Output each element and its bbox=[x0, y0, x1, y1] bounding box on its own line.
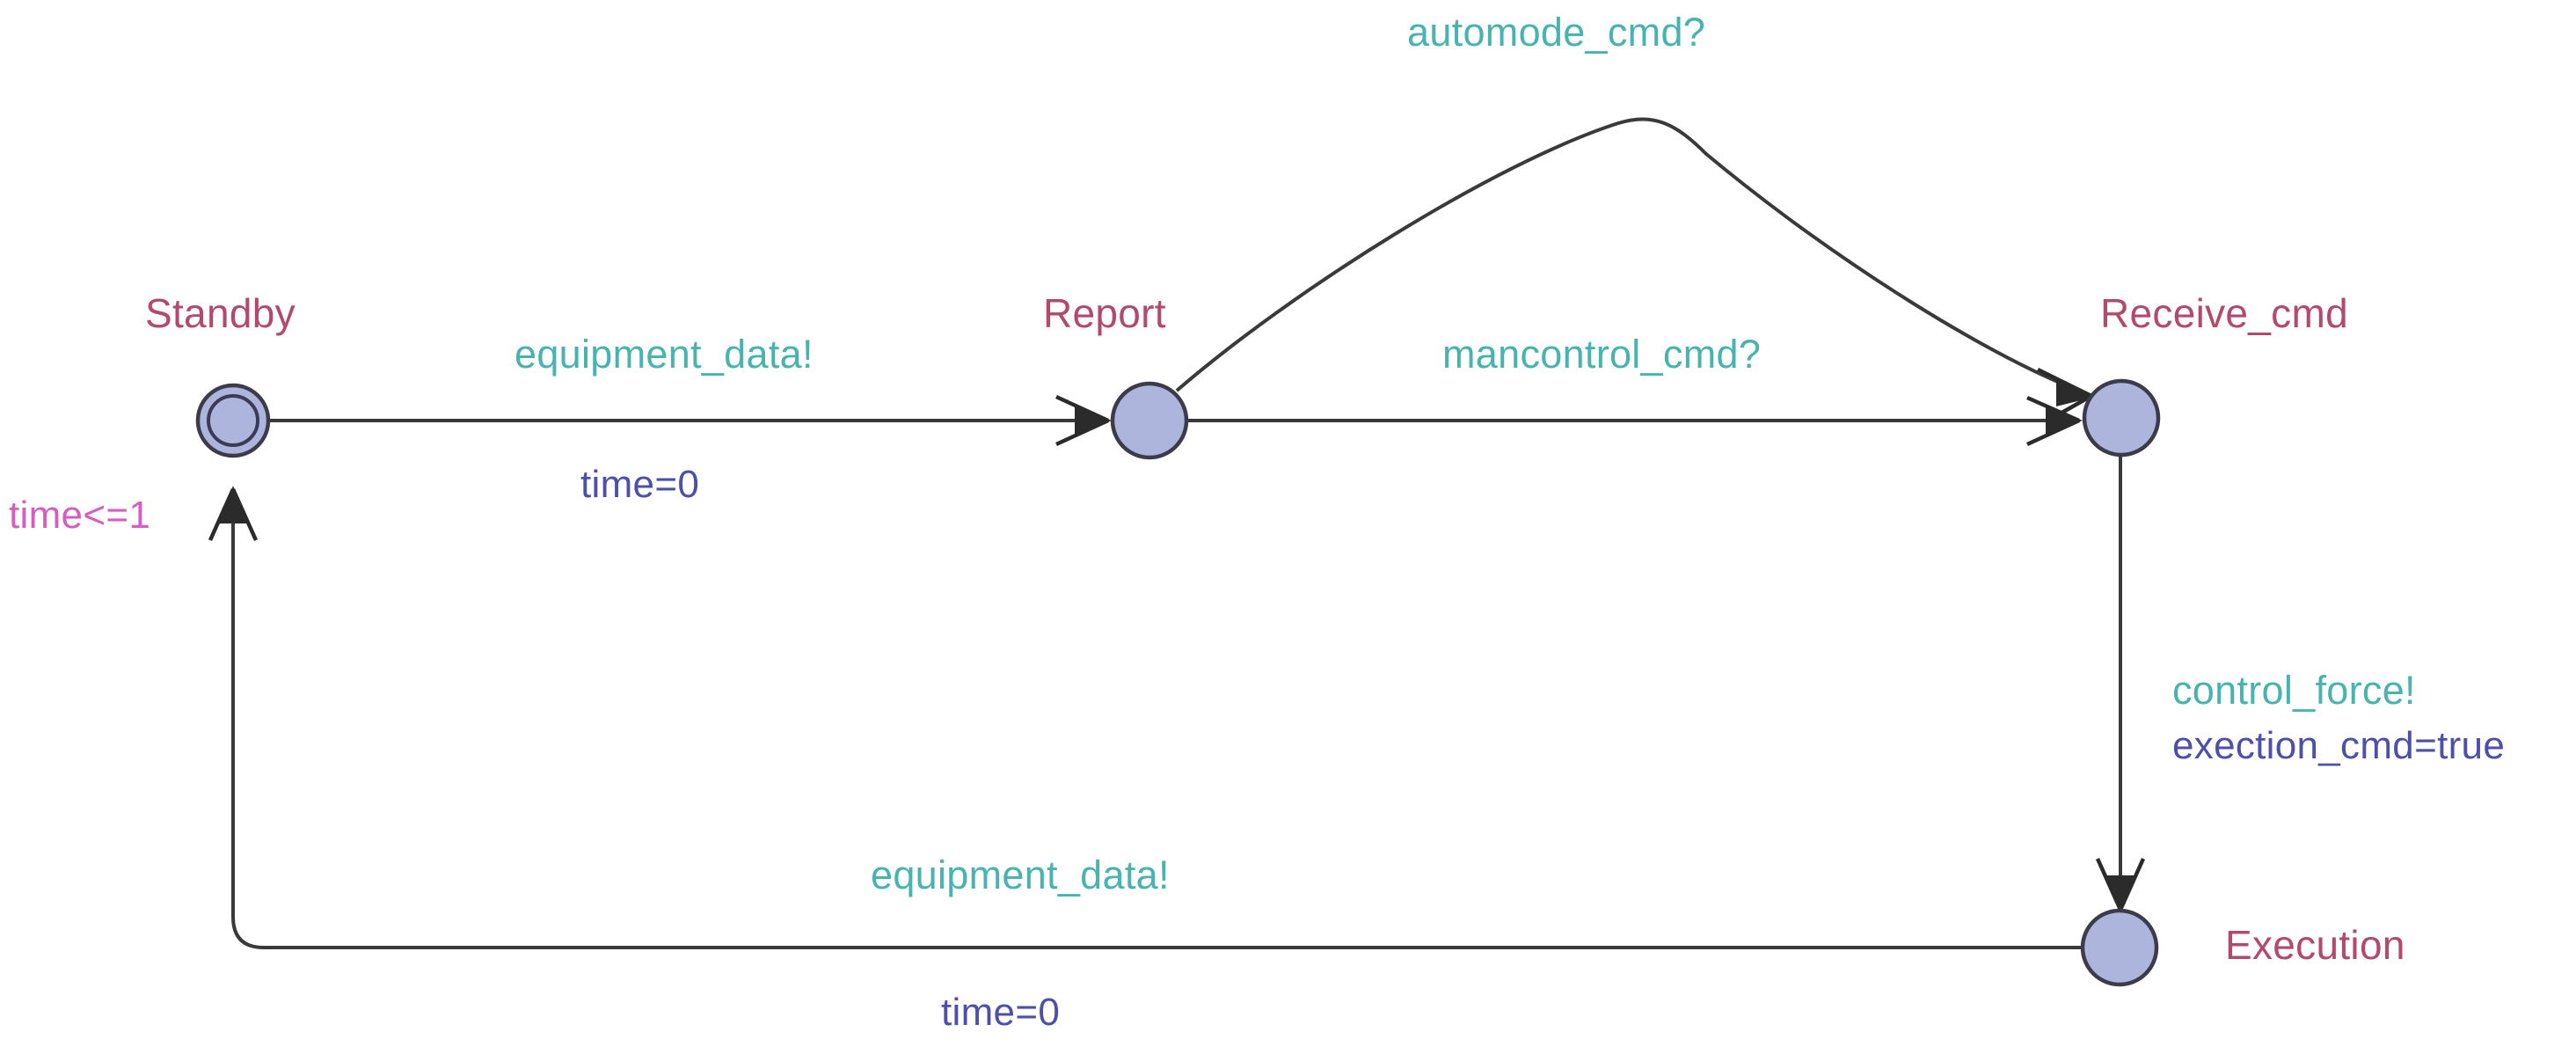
location-standby[interactable] bbox=[195, 383, 271, 458]
location-execution-circle bbox=[2080, 908, 2159, 987]
arrowhead-receive-execution bbox=[2095, 858, 2146, 913]
location-label-report: Report bbox=[1043, 290, 1166, 336]
arrowhead-report-receive-mancontrol bbox=[2026, 395, 2083, 447]
location-label-execution: Execution bbox=[2225, 922, 2405, 968]
sync-label-report-receive-mancontrol: mancontrol_cmd? bbox=[1442, 332, 1761, 377]
location-receive-cmd[interactable] bbox=[2082, 378, 2161, 457]
arrowhead-standby-report bbox=[1055, 394, 1112, 447]
transition-report-to-receive-mancontrol[interactable] bbox=[1187, 395, 2083, 447]
location-label-receive-cmd: Receive_cmd bbox=[2100, 290, 2348, 336]
location-standby-initial-ring bbox=[207, 394, 259, 447]
transition-standby-to-report[interactable] bbox=[269, 394, 1112, 447]
edge-line-execution-standby bbox=[231, 493, 2083, 949]
location-report[interactable] bbox=[1110, 381, 1189, 460]
location-report-circle bbox=[1110, 381, 1189, 460]
location-label-standby: Standby bbox=[145, 290, 296, 336]
assign-label-standby-report: time=0 bbox=[580, 463, 699, 506]
transition-execution-to-standby[interactable] bbox=[208, 486, 2083, 949]
invariant-label-standby: time<=1 bbox=[9, 494, 150, 537]
edge-line-report-receive-automode bbox=[1175, 117, 2087, 395]
transition-receive-to-execution[interactable] bbox=[2095, 456, 2146, 913]
sync-label-receive-execution: control_force! bbox=[2172, 668, 2416, 713]
sync-label-standby-report: equipment_data! bbox=[514, 332, 814, 377]
sync-label-report-receive-automode: automode_cmd? bbox=[1407, 10, 1705, 55]
assign-label-receive-execution: exection_cmd=true bbox=[2172, 724, 2505, 767]
sync-label-execution-standby: equipment_data! bbox=[871, 853, 1170, 897]
location-receive-cmd-circle bbox=[2082, 378, 2161, 457]
location-execution[interactable] bbox=[2080, 908, 2159, 987]
assign-label-execution-standby: time=0 bbox=[941, 991, 1060, 1034]
arrowhead-execution-standby bbox=[208, 486, 259, 541]
